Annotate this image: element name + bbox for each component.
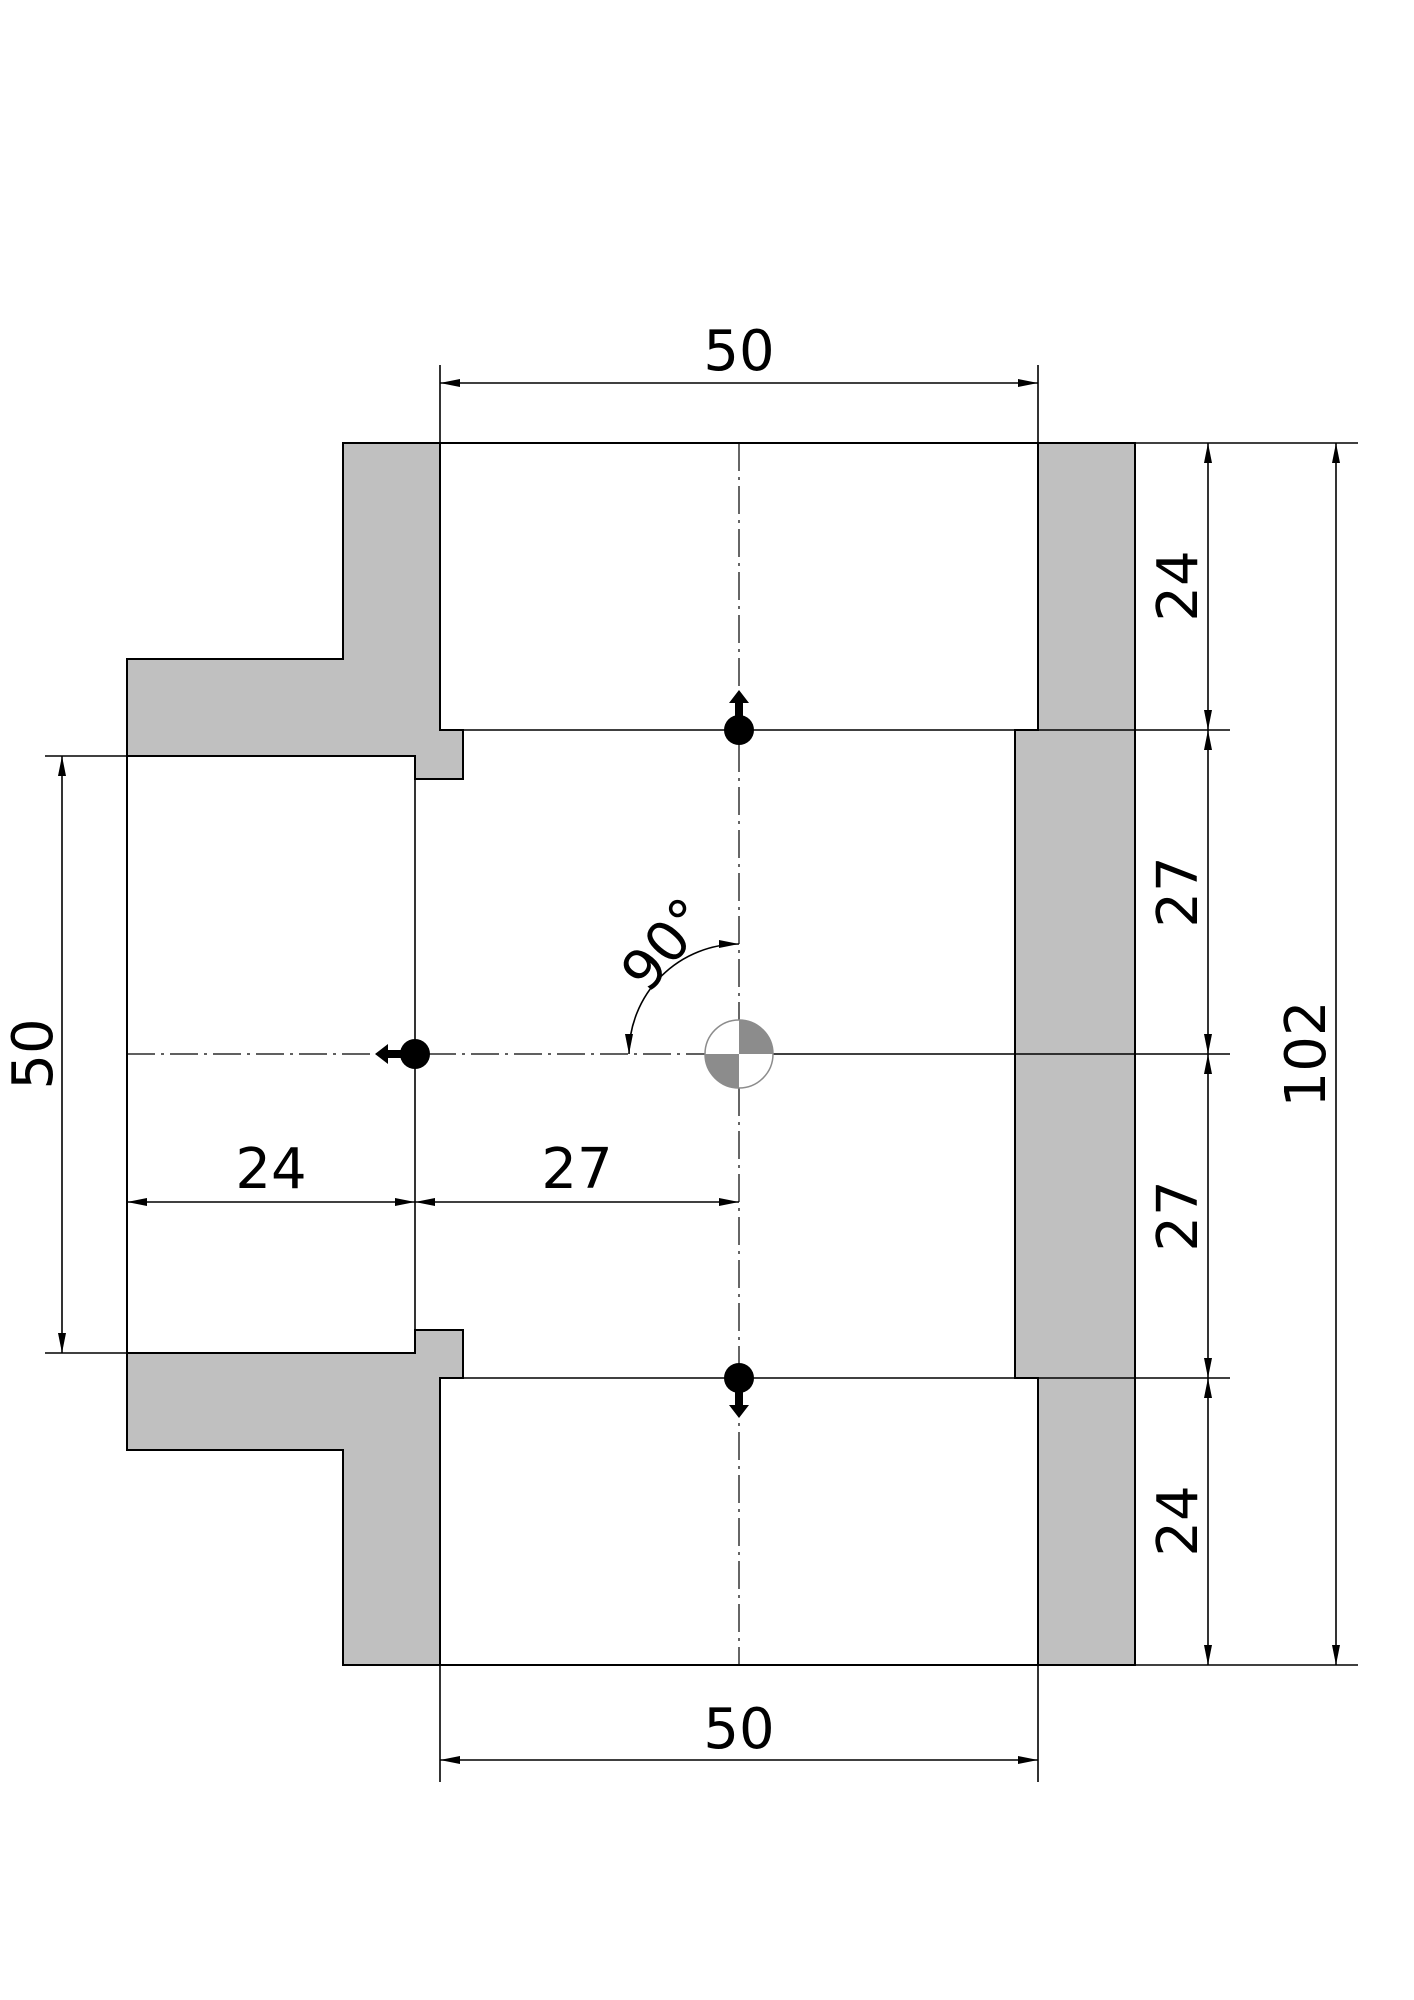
right-upper-mid-label: 27	[1146, 856, 1211, 927]
overall-height-label: 102	[1274, 1001, 1339, 1108]
right-chain-dimensions: 24 27 27 24	[1038, 442, 1358, 1666]
right-lower-mid-label: 27	[1146, 1180, 1211, 1251]
center-mark-icon	[704, 1019, 774, 1089]
port-left-arrow-icon	[375, 1039, 430, 1069]
center-offset-label: 27	[541, 1137, 612, 1202]
overall-height-dimension: 102	[1274, 443, 1340, 1665]
bottom-width-dimension: 50	[439, 1665, 1039, 1782]
port-markers	[375, 690, 754, 1418]
horizontal-offset-dimensions: 24 27	[127, 1137, 739, 1206]
right-bottom-label: 24	[1146, 1485, 1211, 1556]
top-width-label: 50	[703, 319, 774, 384]
left-height-dimension: 50	[1, 755, 127, 1354]
left-height-label: 50	[1, 1018, 66, 1089]
port-down-arrow-icon	[724, 1363, 754, 1418]
top-width-dimension: 50	[439, 319, 1039, 443]
port-up-arrow-icon	[724, 690, 754, 745]
right-top-label: 24	[1146, 550, 1211, 621]
bottom-width-label: 50	[703, 1697, 774, 1762]
left-depth-label: 24	[235, 1137, 306, 1202]
